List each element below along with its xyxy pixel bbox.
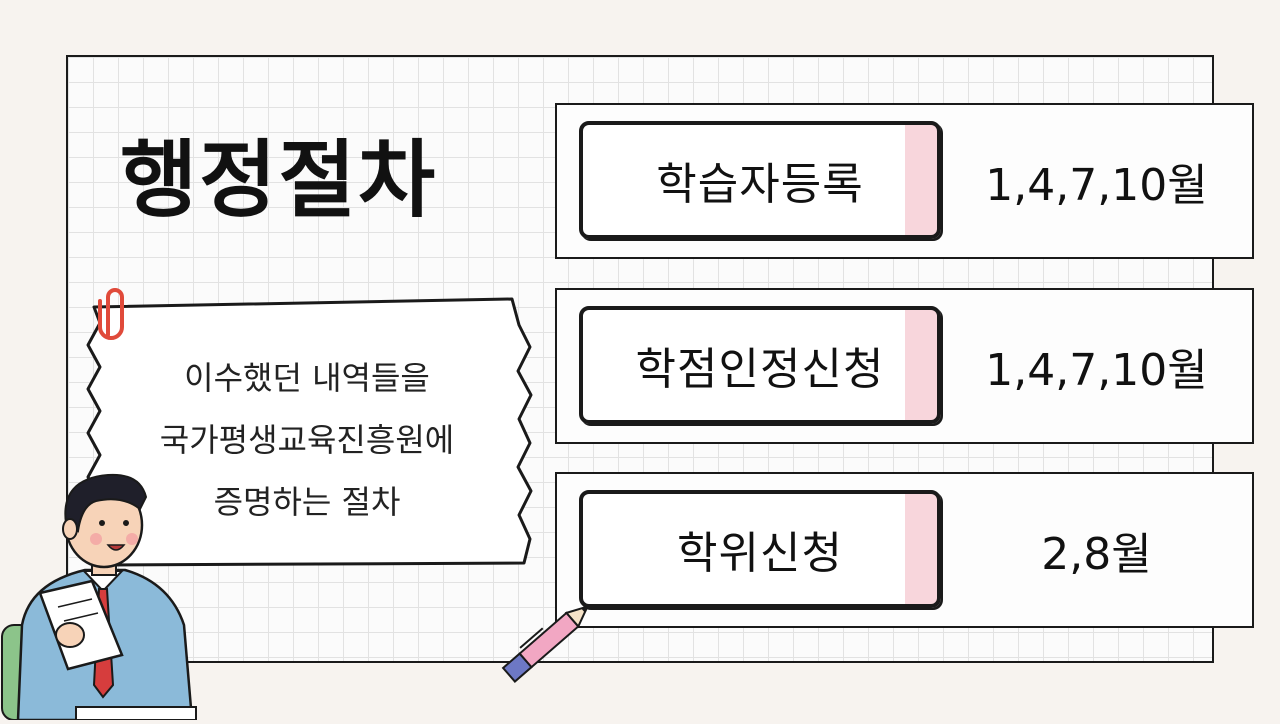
step-months: 2,8월	[1041, 529, 1152, 580]
step-row-registration: 학습자등록 1,4,7,10월	[555, 103, 1254, 259]
step-label-box: 학점인정신청	[579, 306, 941, 424]
step-label: 학점인정신청	[635, 344, 885, 395]
page-title: 행정절차	[120, 131, 438, 229]
description-note: 이수했던 내역들을 국가평생교육진흥원에 증명하는 절차	[72, 293, 537, 568]
torn-paper-shape	[86, 297, 533, 567]
paperclip-icon	[96, 283, 132, 347]
pen-icon	[492, 585, 607, 699]
step-label-box: 학습자등록	[579, 121, 941, 239]
description-line: 국가평생교육진흥원에	[159, 421, 455, 459]
step-months: 1,4,7,10월	[985, 160, 1208, 211]
step-row-credit-recognition: 학점인정신청 1,4,7,10월	[555, 288, 1254, 444]
step-row-degree-application: 학위신청 2,8월	[555, 472, 1254, 628]
description-line: 증명하는 절차	[213, 483, 401, 521]
description-text: 이수했던 내역들을 국가평생교육진흥원에 증명하는 절차	[102, 347, 512, 533]
step-months: 1,4,7,10월	[985, 345, 1208, 396]
step-label: 학위신청	[677, 528, 843, 579]
step-label-box: 학위신청	[579, 490, 941, 608]
step-label: 학습자등록	[656, 159, 864, 210]
person-illustration	[0, 465, 215, 724]
description-line: 이수했던 내역들을	[184, 359, 430, 397]
